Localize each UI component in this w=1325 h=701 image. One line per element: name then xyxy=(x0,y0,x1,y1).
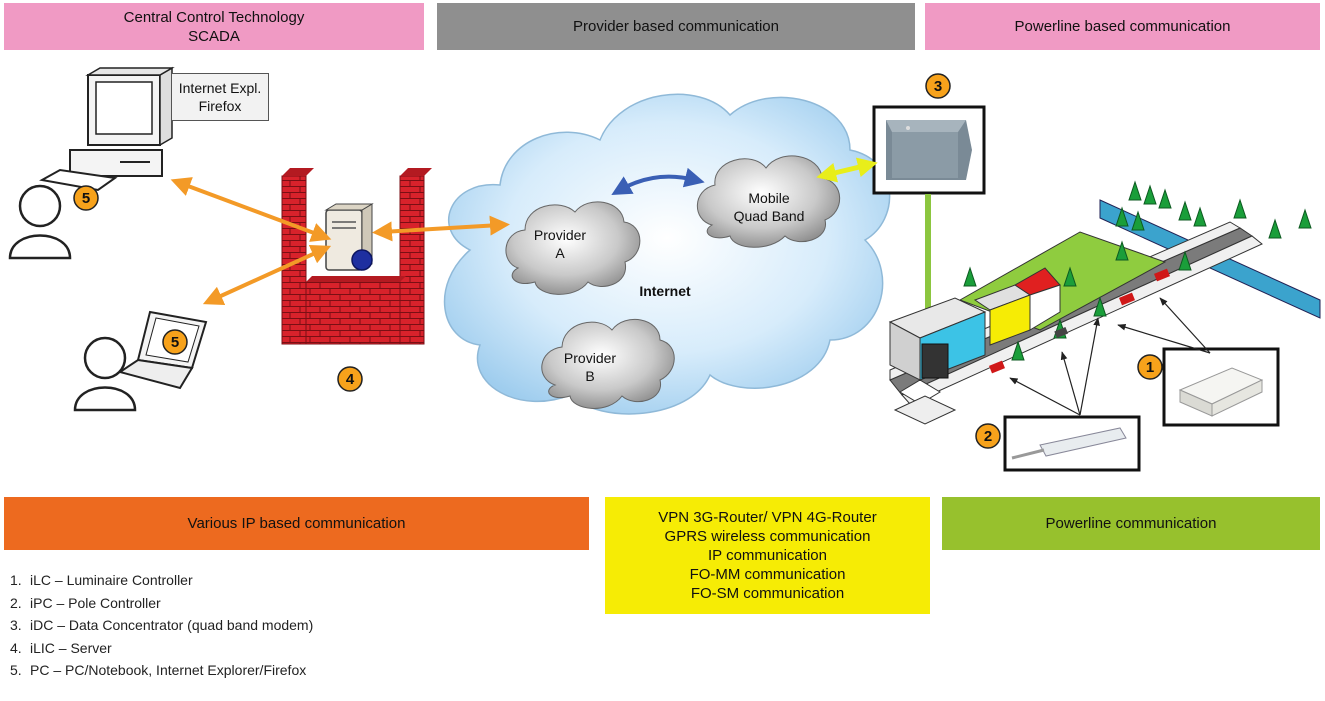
badge-1-label: 1 xyxy=(1146,359,1154,376)
vpn-line-4: FO-MM communication xyxy=(689,566,846,583)
internet-label: Internet xyxy=(639,283,691,299)
browser-line2: Firefox xyxy=(198,98,242,114)
vpn-line-1: VPN 3G-Router/ VPN 4G-Router xyxy=(658,509,877,526)
header-scada: Central Control Technology SCADA xyxy=(4,3,424,50)
browser-line1: Internet Expl. xyxy=(178,80,262,96)
header-powerline: Powerline based communication xyxy=(925,3,1320,50)
legend-text: PC – PC/Notebook, Internet Explorer/Fire… xyxy=(30,662,307,678)
notebook-server-arrow xyxy=(202,245,332,305)
provider-a-cloud xyxy=(505,201,641,295)
pointer-arrows xyxy=(1009,297,1211,416)
provider-b-cloud xyxy=(541,319,675,409)
badge-3: 3 xyxy=(925,73,951,99)
badge-2: 2 xyxy=(975,423,1001,449)
legend-item: 3. iDC – Data Concentrator (quad band mod… xyxy=(10,614,313,637)
pole-controller-image xyxy=(1003,415,1141,472)
vpn-line-5: FO-SM communication xyxy=(690,585,845,602)
legend-item: 5. PC – PC/Notebook, Internet Explorer/Fi… xyxy=(10,659,313,682)
legend-text: iLIC – Server xyxy=(30,639,112,656)
legend-item: 4. iLIC – Server xyxy=(10,637,313,660)
vpn-line-2: GPRS wireless communication xyxy=(664,528,871,545)
provider-b-line1: Provider xyxy=(564,350,616,366)
legend-num: 5. xyxy=(10,662,22,678)
band-ip-communication: Various IP based communication xyxy=(4,497,589,550)
badge-4: 4 xyxy=(337,366,363,392)
badge-2-label: 2 xyxy=(984,428,992,445)
legend-list: 1. iLC – Luminaire Controller 2. iPC – Pol… xyxy=(10,569,313,682)
legend-num: 1. xyxy=(10,572,22,588)
server-icon xyxy=(324,203,374,271)
badge-3-label: 3 xyxy=(934,78,942,95)
provider-mobile-arrow xyxy=(611,167,705,195)
legend-item: 2. iPC – Pole Controller xyxy=(10,592,313,615)
provider-a-line2: A xyxy=(555,245,565,261)
legend-text: iLC – Luminaire Controller xyxy=(30,572,193,588)
legend-num: 4. xyxy=(10,639,22,656)
data-concentrator-image xyxy=(872,105,986,195)
band-powerline-communication: Powerline communication xyxy=(942,497,1320,550)
legend-item: 1. iLC – Luminaire Controller xyxy=(10,569,313,592)
user-notebook-icon xyxy=(73,336,137,412)
user-pc-icon xyxy=(8,184,72,260)
badge-5-pc-label: 5 xyxy=(82,190,90,207)
server-provider-arrow xyxy=(372,215,510,242)
badge-1: 1 xyxy=(1137,354,1163,380)
desktop-pc-icon xyxy=(39,66,175,192)
mobile-concentrator-arrow xyxy=(816,157,878,183)
legend-num: 2. xyxy=(10,594,22,611)
provider-a-line1: Provider xyxy=(534,227,586,243)
badge-4-label: 4 xyxy=(346,371,355,388)
browser-label-box: Internet Expl. Firefox xyxy=(171,73,269,121)
provider-b-line2: B xyxy=(585,368,594,384)
luminaire-controller-image xyxy=(1162,347,1280,427)
street-scene xyxy=(888,180,1321,425)
header-scada-line1: Central Control Technology xyxy=(123,8,305,26)
badge-5-notebook-label: 5 xyxy=(171,334,179,351)
legend-num: 3. xyxy=(10,617,22,633)
header-scada-line2: SCADA xyxy=(188,27,240,45)
notebook-icon xyxy=(117,310,208,390)
band-vpn-communication: VPN 3G-Router/ VPN 4G-Router GPRS wirele… xyxy=(605,497,930,614)
mobile-line2: Quad Band xyxy=(734,208,805,224)
badge-5-pc: 5 xyxy=(73,185,99,211)
header-provider: Provider based communication xyxy=(437,3,915,50)
legend-text: iDC – Data Concentrator (quad band modem… xyxy=(30,617,314,633)
vpn-line-3: IP communication xyxy=(708,547,827,564)
badge-5-notebook: 5 xyxy=(162,329,188,355)
mobile-quad-band-cloud xyxy=(696,155,841,248)
legend-text: iPC – Pole Controller xyxy=(30,594,161,611)
mobile-line1: Mobile xyxy=(748,190,789,206)
pc-server-arrow xyxy=(170,177,332,242)
